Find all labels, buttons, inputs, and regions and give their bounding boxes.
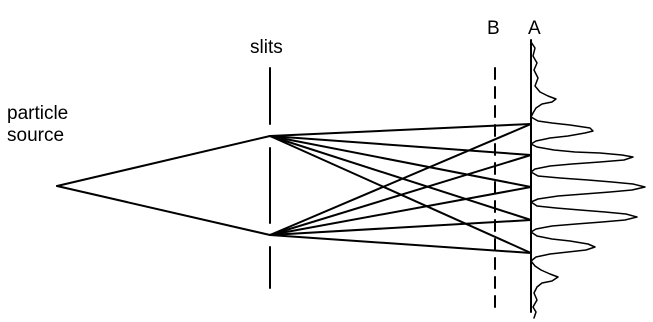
screen-b-label: B	[487, 18, 500, 39]
source-ray-lower	[56, 185, 271, 236]
particle-source-label-line2: source	[7, 125, 65, 146]
particle-source-label: particle source	[7, 103, 68, 147]
source-ray-upper	[56, 135, 271, 187]
screen-a-label: A	[528, 18, 541, 39]
slits-label: slits	[250, 37, 283, 58]
upper-slit-rays	[269, 123, 532, 254]
interference-pattern	[530, 41, 646, 319]
particle-source-label-line1: particle	[7, 103, 69, 124]
lower-slit-rays	[269, 123, 532, 254]
